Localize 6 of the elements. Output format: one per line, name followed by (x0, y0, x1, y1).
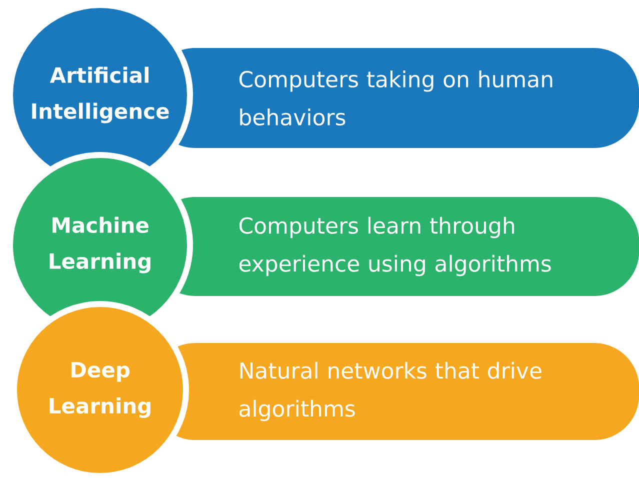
circle-badge: Deep Learning (11, 301, 189, 478)
text-band: Natural networks that drive algorithms (150, 343, 639, 440)
text-band: Computers learn through experience using algorithms (150, 197, 639, 296)
node-label: Computers taking on human behaviors (239, 70, 552, 126)
node-label: Computers learn through experience using algorithms (239, 216, 551, 276)
node-label: Natural networks that drive algorithms (240, 362, 542, 422)
